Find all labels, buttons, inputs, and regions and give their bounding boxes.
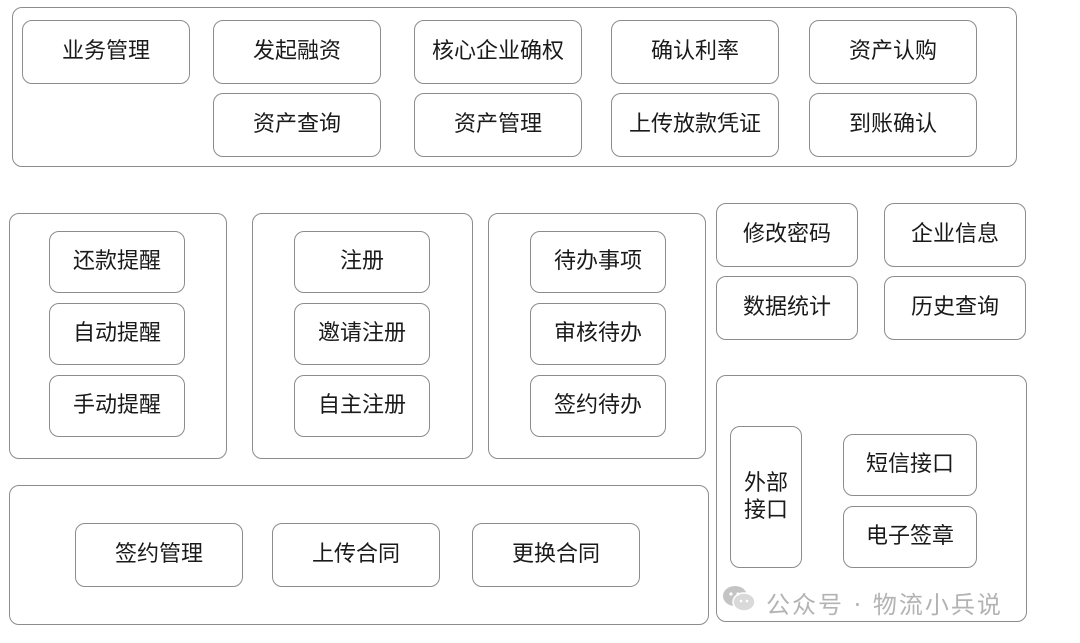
business-management-title: 业务管理 [22,20,190,84]
external-interface-title: 外部 接口 [730,426,802,568]
wechat-icon [722,584,756,620]
data-statistics-box: 数据统计 [716,276,858,340]
change-password-box: 修改密码 [716,203,858,267]
history-query-box: 历史查询 [884,276,1026,340]
self-register-box: 自主注册 [294,375,430,437]
asset-management-box: 资产管理 [414,93,582,157]
replace-contract-box: 更换合同 [472,523,640,587]
sign-management-box: 签约管理 [75,523,243,587]
review-todo-box: 审核待办 [530,303,666,365]
invite-register-box: 邀请注册 [294,303,430,365]
auto-reminder-box: 自动提醒 [49,303,185,365]
sms-interface-box: 短信接口 [843,434,977,496]
upload-loan-voucher-box: 上传放款凭证 [611,93,779,157]
core-enterprise-confirmation-box: 核心企业确权 [414,20,582,84]
todo-items-box: 待办事项 [530,231,666,293]
watermark: 公众号 · 物流小兵说 [722,584,1003,620]
sign-todo-box: 签约待办 [530,375,666,437]
asset-subscription-box: 资产认购 [809,20,977,84]
arrival-confirmation-box: 到账确认 [809,93,977,157]
register-box: 注册 [294,231,430,293]
asset-query-box: 资产查询 [213,93,381,157]
upload-contract-box: 上传合同 [272,523,440,587]
e-signature-box: 电子签章 [843,506,977,568]
manual-reminder-box: 手动提醒 [49,375,185,437]
initiate-financing-box: 发起融资 [213,20,381,84]
confirm-rate-box: 确认利率 [611,20,779,84]
repayment-reminder-box: 还款提醒 [49,231,185,293]
enterprise-info-box: 企业信息 [884,203,1026,267]
watermark-text: 公众号 · 物流小兵说 [766,590,1003,619]
